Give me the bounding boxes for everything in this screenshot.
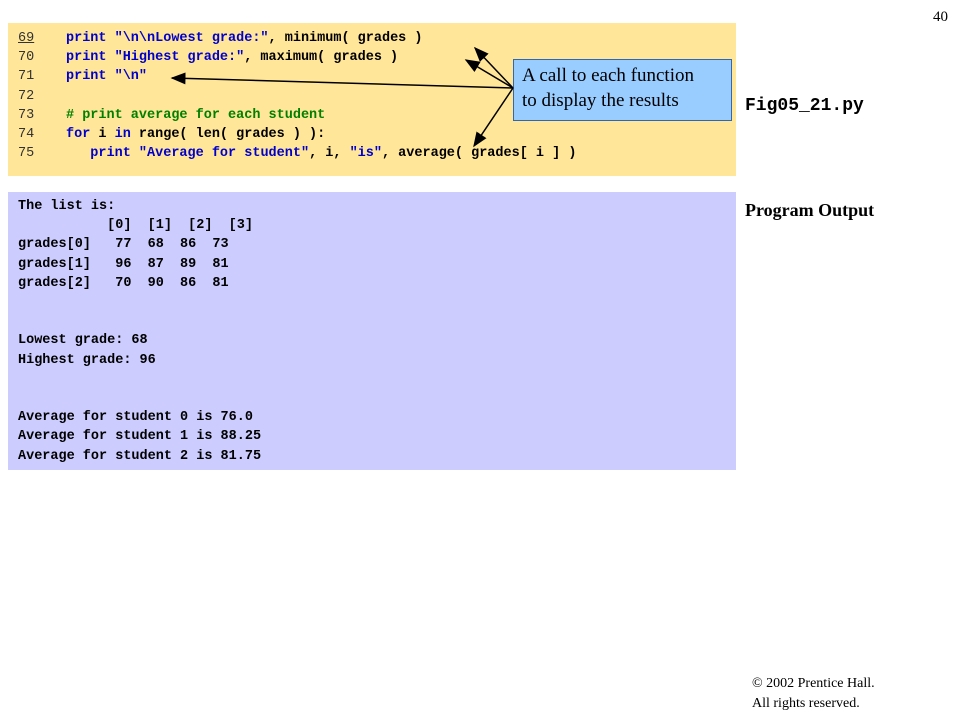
code-token: print <box>66 146 139 162</box>
code-token: in <box>114 127 139 142</box>
copyright: © 2002 Prentice Hall. All rights reserve… <box>752 674 875 714</box>
code-token: "Average for student" <box>138 146 310 162</box>
code-line: 69 print "\n\nLowest grade:", minimum( gr… <box>18 29 422 48</box>
line-number: 74 <box>18 127 35 142</box>
line-number: 71 <box>18 69 35 85</box>
line-number: 72 <box>18 88 35 104</box>
code-token: , average( grades[ i ] ) <box>381 146 577 162</box>
line-number: 75 <box>18 146 35 162</box>
file-name-label: Fig05_21.py <box>745 96 864 116</box>
code-token: "\n\nLowest grade:" <box>114 31 269 46</box>
code-token: , minimum( grades ) <box>268 31 423 46</box>
code-line: 72 <box>18 87 66 106</box>
line-number: 69 <box>18 31 35 46</box>
code-token: print <box>66 50 115 66</box>
code-token: # print average for each student <box>66 107 326 123</box>
code-line: 73 # print average for each student <box>18 106 325 125</box>
code-token: print <box>66 31 115 46</box>
output-line: The list is: <box>18 199 116 214</box>
code-token: for <box>66 127 99 142</box>
output-line: grades[2] 70 90 86 81 <box>18 275 229 291</box>
output-line: grades[1] 96 87 89 81 <box>18 256 229 272</box>
program-output-label: Program Output <box>745 200 875 220</box>
output-line: Average for student 0 is 76.0 <box>18 410 253 426</box>
code-line: 70 print "Highest grade:", maximum( grade… <box>18 48 398 67</box>
code-token: "Highest grade:" <box>114 50 245 66</box>
output-line: Lowest grade: 68 <box>18 333 148 349</box>
line-number: 73 <box>18 107 35 123</box>
output-line: Highest grade: 96 <box>18 352 156 368</box>
code-token: range( len( grades ) ): <box>138 127 326 142</box>
page-number: 40 <box>933 9 948 25</box>
code-token: "is" <box>349 146 382 162</box>
output-panel <box>8 192 736 470</box>
code-token: print <box>66 69 115 85</box>
output-line: Average for student 2 is 81.75 <box>18 448 262 464</box>
callout-box: A call to each function to display the r… <box>513 59 732 121</box>
code-token: , i, <box>309 146 350 162</box>
copyright-line-1: © 2002 Prentice Hall. <box>752 676 875 691</box>
callout-line-1: A call to each function <box>522 65 694 86</box>
copyright-line-2: All rights reserved. <box>752 696 860 711</box>
output-line: Average for student 1 is 88.25 <box>18 429 262 445</box>
code-line: 74 for i in range( len( grades ) ): <box>18 125 325 144</box>
code-line: 75 print "Average for student", i, "is",… <box>18 144 576 163</box>
code-line: 71 print "\n" <box>18 67 147 86</box>
code-token: i <box>98 127 115 142</box>
line-number: 70 <box>18 50 35 66</box>
callout-line-2: to display the results <box>522 90 679 111</box>
code-token: , maximum( grades ) <box>244 50 399 66</box>
output-line: grades[0] 77 68 86 73 <box>18 237 229 253</box>
code-token: "\n" <box>114 69 148 85</box>
output-line: [0] [1] [2] [3] <box>18 218 253 234</box>
